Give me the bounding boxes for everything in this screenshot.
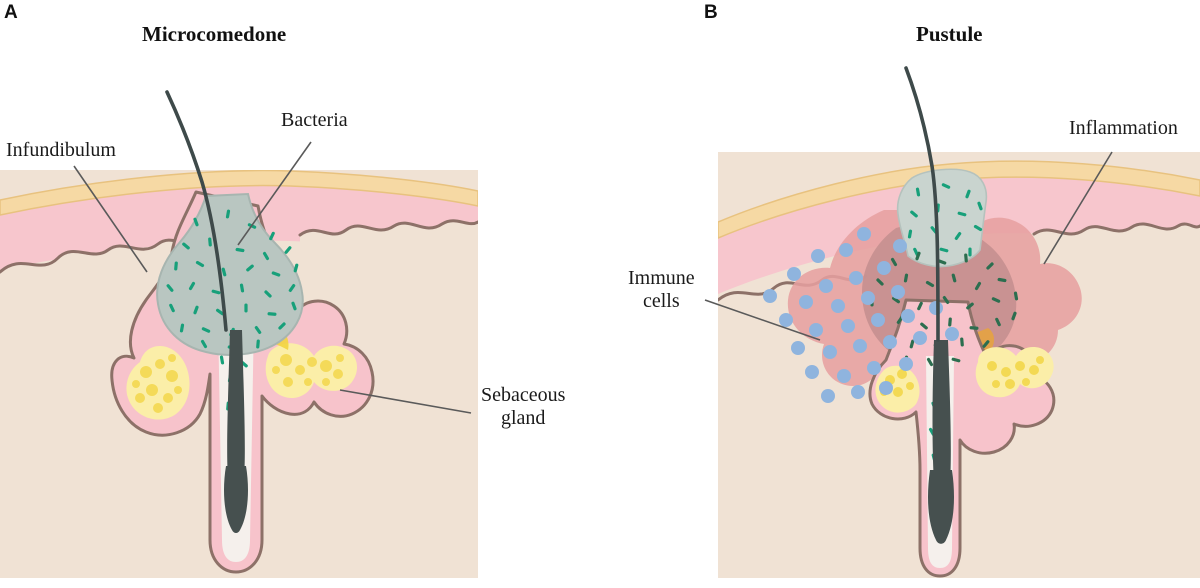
leader-line-infundibulum	[73, 165, 148, 273]
leader-line-inflammation	[1043, 151, 1113, 265]
dermo-epidermal-junction	[0, 240, 200, 300]
panel-b-illustration	[718, 152, 1200, 578]
hair-bulb-b	[928, 470, 954, 544]
dermo-epidermal-junction-line	[0, 238, 202, 274]
dermo-epidermal-junction-right-line	[298, 219, 478, 237]
sebum-droplets	[132, 354, 344, 413]
panel-letter-b: B	[704, 2, 718, 23]
panel-a-illustration	[0, 170, 478, 578]
hair-shaft-b	[904, 66, 940, 342]
leader-line-bacteria	[237, 141, 312, 246]
label-immune-line1: Immune	[628, 267, 695, 289]
leader-line-sebaceous	[339, 389, 472, 414]
label-bacteria: Bacteria	[281, 109, 348, 131]
hair-bulb	[224, 466, 248, 533]
immune-cell-dots	[763, 227, 959, 403]
dermo-epidermal-junction-right	[300, 220, 478, 300]
label-sebaceous-line2: gland	[500, 407, 546, 429]
pustule-plug	[896, 168, 988, 268]
leader-line-immune	[704, 299, 821, 341]
label-immune-cells: Immune cells	[628, 267, 695, 313]
hair-shaft-a	[165, 90, 228, 332]
stratum-corneum-layer	[0, 170, 478, 216]
label-immune-line2: cells	[643, 290, 680, 312]
label-inflammation: Inflammation	[1069, 117, 1178, 139]
label-sebaceous-gland: Sebaceous gland	[481, 384, 565, 430]
panel-title-microcomedone: Microcomedone	[142, 22, 287, 46]
label-sebaceous-line1: Sebaceous	[481, 384, 566, 406]
panel-letter-a: A	[4, 2, 18, 23]
panel-title-pustule: Pustule	[916, 22, 983, 46]
label-infundibulum: Infundibulum	[6, 139, 116, 161]
dermo-epidermal-junction-b-right-line	[1032, 222, 1200, 236]
